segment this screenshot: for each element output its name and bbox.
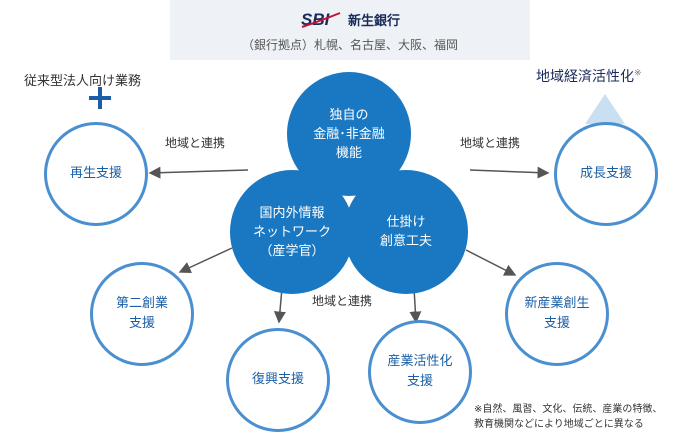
outer-circle-seicho: 成長支援 [554,122,658,226]
outer-circle-saisei: 再生支援 [44,122,148,226]
link-label-bottom: 地域と連携 [312,294,373,308]
link-label-left: 地域と連携 [165,136,226,150]
arrow-to-sangyo [409,287,422,324]
header-logo-row: SBI 新生銀行 [170,8,530,30]
conventional-business-label: 従来型法人向け業務 [24,74,142,89]
outer-circle-shinsangyo: 新産業創生 支援 [505,262,609,366]
footnote: ※自然、風習、文化、伝統、産業の特徴、 教育機関などにより地域ごとに異なる [474,404,663,430]
outer-circle-fukko: 復興支援 [226,328,330,432]
core-circle-left: 国内外情報 ネットワーク （産学官） [230,170,354,294]
regional-revitalization-text: 地域経済活性化 [536,69,634,85]
arrow-to-seicho [469,166,550,179]
bank-locations: （銀行拠点）札幌、名古屋、大阪、福岡 [241,38,458,52]
outer-circle-sangyo: 産業活性化 支援 [368,320,472,424]
header-box: SBI 新生銀行 （銀行拠点）札幌、名古屋、大阪、福岡 [170,0,530,60]
regional-revitalization-label: 地域経済活性化※ [536,66,642,86]
link-label-right: 地域と連携 [460,136,521,150]
bank-name: 新生銀行 [347,13,400,29]
arrow-to-daini [178,247,233,274]
arrow-to-shinsangyo [465,249,517,276]
plus-icon [89,87,111,109]
arrow-to-fukko [273,287,286,324]
footnote-mark: ※ [634,68,642,79]
sbi-logo-icon: SBI [301,10,341,29]
arrow-to-saisei [148,166,249,179]
outer-circle-daini: 第二創業 支援 [90,262,194,366]
core-circle-right: 仕掛け 創意工夫 [344,170,468,294]
triangle-up-icon [585,94,625,124]
